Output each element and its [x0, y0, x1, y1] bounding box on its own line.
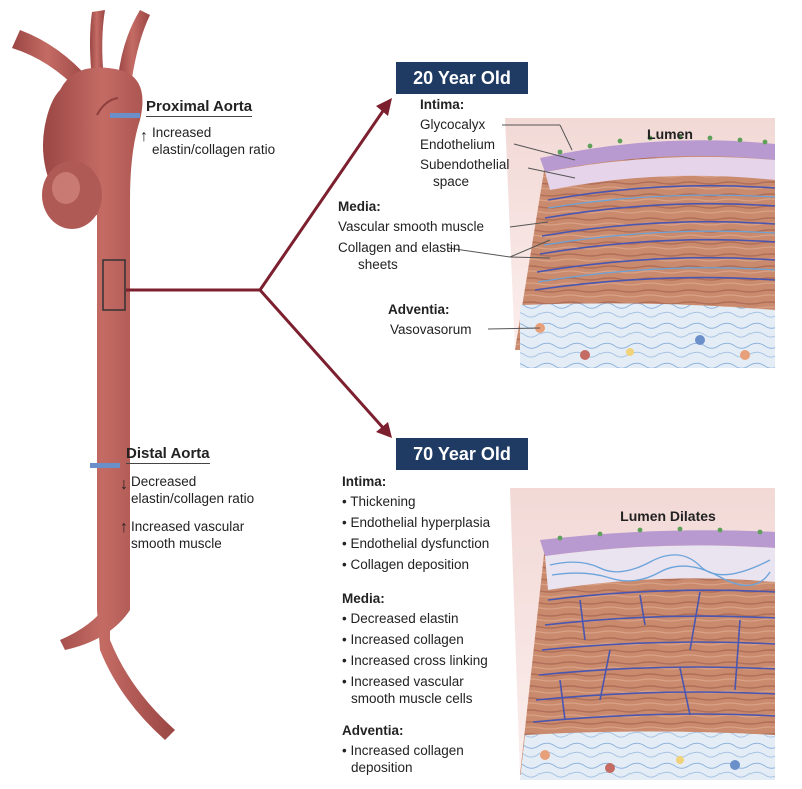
proximal-line1: Increased: [152, 124, 211, 141]
up-arrow-icon: ↑: [120, 519, 128, 537]
old-intima-item: • Collagen deposition: [342, 556, 469, 573]
old-intima-item: • Endothelial dysfunction: [342, 535, 489, 552]
distal-line2: elastin/collagen ratio: [131, 490, 254, 507]
vsm-label: Vascular smooth muscle: [338, 218, 484, 235]
young-adventia-heading: Adventia:: [388, 301, 450, 318]
lumen-label: Lumen: [610, 126, 730, 142]
young-intima-heading: Intima:: [420, 96, 464, 113]
distal-line1: Decreased: [131, 473, 196, 490]
subendothelial-label-2: space: [433, 173, 469, 190]
old-vessel-wall: [510, 488, 775, 780]
arrowhead-up: [376, 98, 392, 116]
old-media-item: • Decreased elastin: [342, 610, 459, 627]
glycocalyx-label: Glycocalyx: [420, 116, 485, 133]
subendothelial-label: Subendothelial: [420, 156, 509, 173]
proximal-line2: elastin/collagen ratio: [152, 141, 275, 158]
old-media-item-cont: smooth muscle cells: [351, 690, 473, 707]
old-intima-item: • Thickening: [342, 493, 416, 510]
down-arrow-icon: ↓: [120, 476, 128, 494]
young-media-heading: Media:: [338, 198, 381, 215]
old-age-badge: 70 Year Old: [396, 438, 528, 470]
old-media-heading: Media:: [342, 590, 385, 607]
old-media-item: • Increased collagen: [342, 631, 464, 648]
collagen-elastin-label-2: sheets: [358, 256, 398, 273]
old-media-item: • Increased vascular: [342, 673, 464, 690]
old-adventia-heading: Adventia:: [342, 722, 404, 739]
young-age-badge: 20 Year Old: [396, 62, 528, 94]
young-vessel-wall: [505, 118, 775, 368]
aorta-illustration: [12, 10, 175, 740]
vasovasorum-label: Vasovasorum: [390, 321, 472, 338]
old-intima-item: • Endothelial hyperplasia: [342, 514, 490, 531]
proximal-aorta-title: Proximal Aorta: [146, 98, 252, 117]
lumen-dilates-label: Lumen Dilates: [598, 508, 738, 524]
old-adventia-item-cont: deposition: [351, 759, 413, 776]
distal-aorta-title: Distal Aorta: [126, 445, 210, 464]
old-adventia-item: • Increased collagen: [342, 742, 464, 759]
distal-line4: smooth muscle: [131, 535, 222, 552]
old-media-item: • Increased cross linking: [342, 652, 488, 669]
old-intima-heading: Intima:: [342, 473, 386, 490]
endothelium-label: Endothelium: [420, 136, 495, 153]
distal-line3: Increased vascular: [131, 518, 244, 535]
up-arrow-icon: ↑: [140, 128, 148, 146]
collagen-elastin-label: Collagen and elastin: [338, 239, 460, 256]
